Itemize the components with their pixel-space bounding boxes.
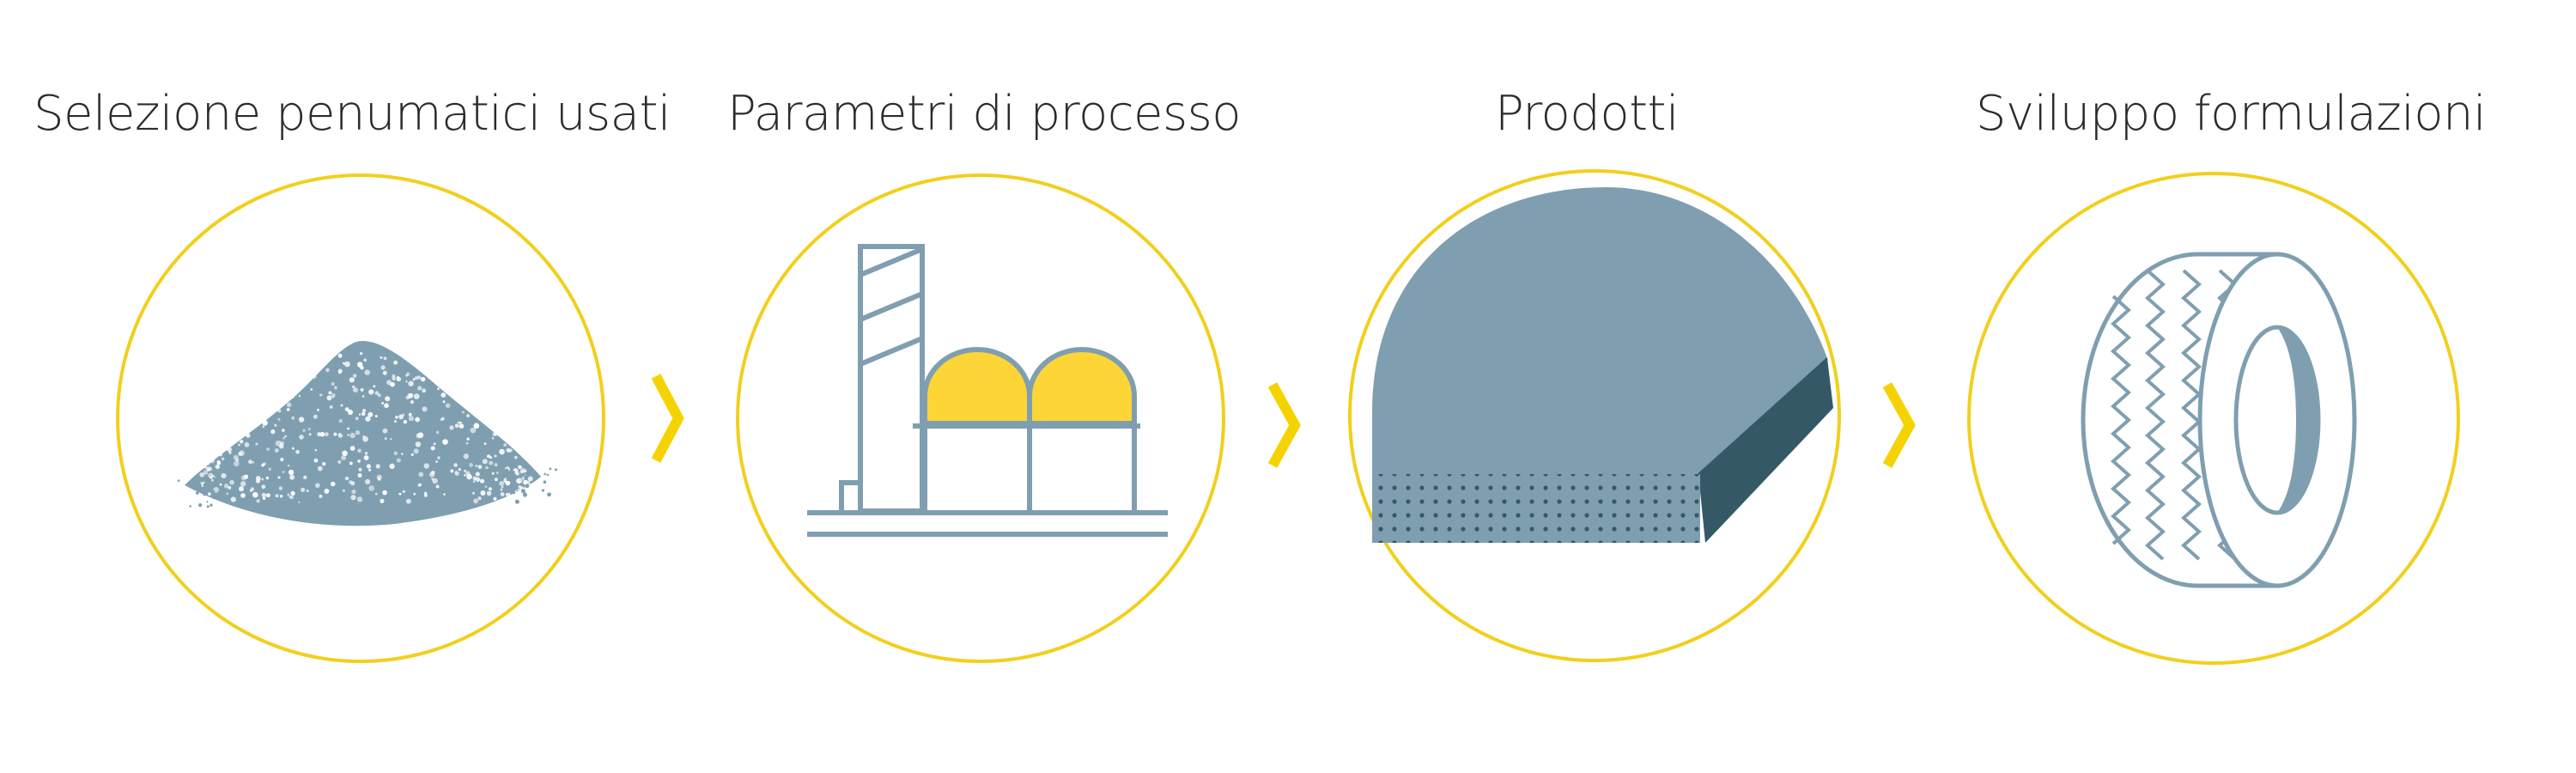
step-arrow-3 <box>1882 382 1916 468</box>
step-1-node <box>116 173 605 663</box>
step-2-ring <box>736 173 1225 663</box>
step-1-title: Selezione penumatici usati <box>33 86 671 142</box>
step-arrow-2 <box>1267 382 1301 468</box>
processing-plant-icon <box>807 244 1168 537</box>
step-arrow-1 <box>651 374 684 463</box>
step-4-title: Sviluppo formulazioni <box>1975 86 2487 142</box>
step-2-title: Parametri di processo <box>726 86 1242 142</box>
tire-icon <box>2081 252 2357 588</box>
rubber-sheet-icon <box>1372 187 1833 543</box>
step-4-ring <box>1967 172 2460 665</box>
step-2-node <box>736 173 1225 663</box>
rubber-granules-pile-icon <box>177 341 557 526</box>
step-3-ring <box>1348 169 1841 662</box>
step-3-title: Prodotti <box>1494 86 1680 142</box>
step-4-node <box>1967 172 2460 665</box>
step-3-node <box>1348 169 1841 662</box>
step-1-ring <box>116 173 605 663</box>
